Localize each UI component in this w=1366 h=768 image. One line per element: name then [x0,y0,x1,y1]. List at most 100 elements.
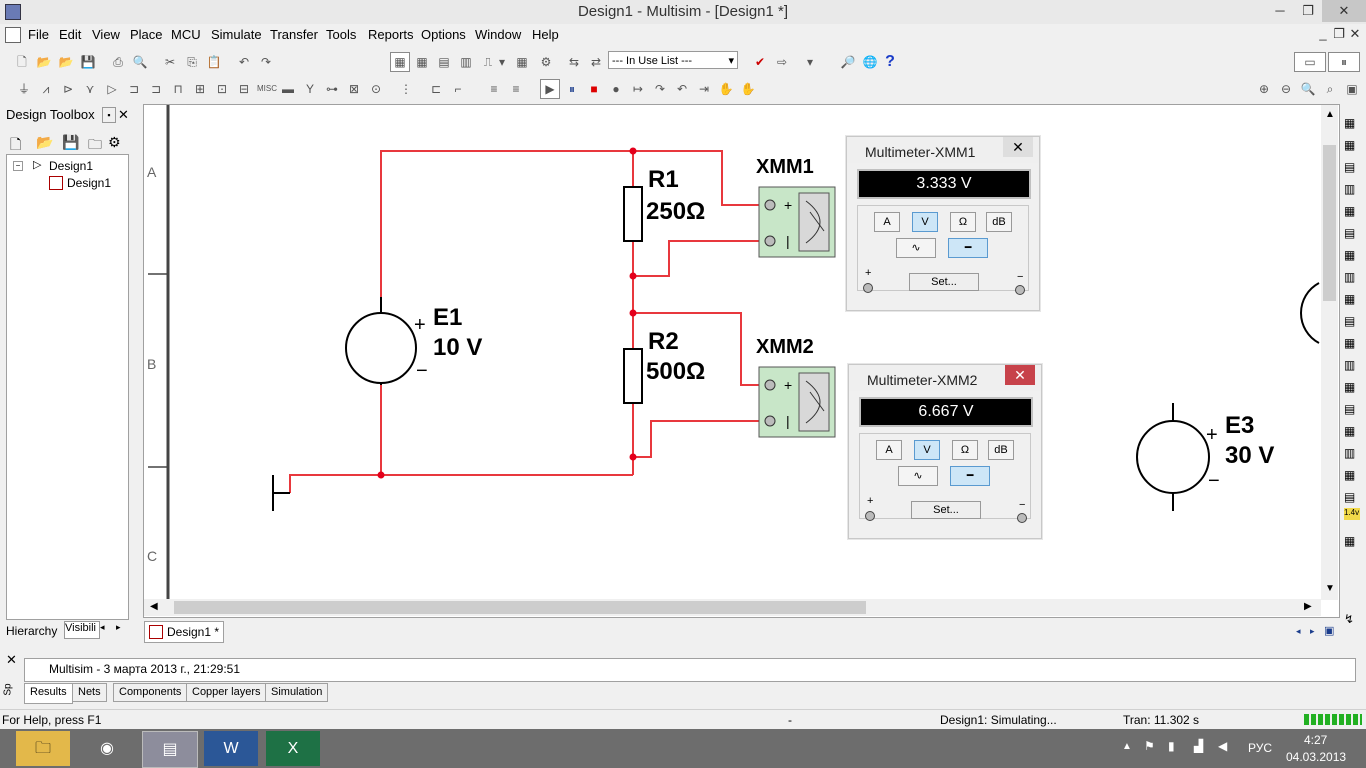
voltage-source-e1[interactable] [345,297,417,385]
tektronix-scope-icon[interactable]: ▤ [1344,490,1356,504]
clock-time[interactable]: 4:27 [1304,733,1328,747]
clock-date[interactable]: 04.03.2013 [1286,750,1347,764]
tab-scroll-right-icon[interactable]: ▸ [116,622,121,632]
menu-edit[interactable]: Edit [59,27,82,42]
menu-options[interactable]: Options [421,27,466,42]
xmm1-mode-ohm[interactable]: Ω [950,212,976,232]
doc-tab-scroll-left-icon[interactable]: ◂ [1296,626,1301,636]
in-use-list-dropdown[interactable]: --- In Use List --- ▾ [608,51,738,69]
file-explorer-icon[interactable]: 🗀 [16,731,70,766]
word-generator-icon[interactable]: ▥ [1344,270,1356,284]
iv-analyzer-icon[interactable]: ▦ [1344,336,1356,350]
oscilloscope-icon[interactable]: ▥ [1344,182,1356,196]
distortion-analyzer-icon[interactable]: ▥ [1344,358,1356,372]
help-icon[interactable]: ? [885,53,895,70]
toolbar-view-icon[interactable]: ▭ [1294,52,1326,72]
multimeter-xmm2-window[interactable]: Multimeter-XMM2 ✕ 6.667 V A V Ω dB ∿ ━ +… [848,364,1042,539]
vertical-scrollbar[interactable]: ▲ ▼ [1321,105,1338,600]
xmm2-mode-amp[interactable]: A [876,440,902,460]
battery-icon[interactable]: ▮ [1168,739,1175,753]
xmm1-mode-volt[interactable]: V [912,212,938,232]
multimeter-xmm1-symbol[interactable]: + | [758,186,836,258]
toggle-breakpoint-icon[interactable]: ✋ [718,82,734,96]
scroll-right-icon[interactable]: ▶ [1304,601,1312,612]
resistor-r2[interactable] [623,348,643,404]
collapse-icon[interactable]: − [13,161,23,171]
distribute-icon[interactable]: ≡ [512,82,520,96]
zoom-fit-icon[interactable]: ⌕ [1326,82,1334,96]
open-icon[interactable]: 📂 [36,55,52,69]
mdi-restore-button[interactable]: ❐ [1333,26,1345,41]
print-icon[interactable]: ⎙ [113,55,123,69]
pause-at-edge-icon[interactable]: ● [612,82,620,96]
xmm1-set-button[interactable]: Set... [909,273,979,291]
place-junction-icon[interactable]: ⊏ [430,82,442,96]
menu-mcu[interactable]: MCU [171,27,201,42]
xmm1-mode-db[interactable]: dB [986,212,1012,232]
tray-expand-icon[interactable]: ▲ [1122,741,1132,752]
toolbox-properties-icon[interactable]: ⚙ [108,134,121,150]
electrical-rules-icon[interactable]: ▦ [516,55,528,69]
wattmeter-icon[interactable]: ▤ [1344,160,1356,174]
component-wizard-icon[interactable]: ⚙ [540,55,552,69]
basic-icon[interactable]: ⩘ [42,82,50,96]
remove-breakpoints-icon[interactable]: ✋ [740,82,756,96]
redo-icon[interactable]: ↷ [260,55,272,69]
save-icon[interactable]: 💾 [80,55,96,69]
bus-icon[interactable]: ⋮ [400,82,412,96]
labview-icon[interactable]: 1.4v [1344,508,1360,520]
xmm2-mode-db[interactable]: dB [988,440,1014,460]
rf-icon[interactable]: Y [305,82,314,96]
current-probe-icon[interactable]: ↯ [1344,612,1355,626]
misc-icon[interactable]: MISC [257,84,277,93]
dropdown-arrow-icon[interactable]: ▾ [498,55,506,69]
full-screen-icon[interactable]: ▣ [1346,82,1358,96]
toolbox-float-button[interactable]: ▪ [102,107,116,123]
doc-tab[interactable]: Design1 * [144,621,224,643]
xmm1-minus-terminal[interactable] [1015,285,1025,295]
logic-converter-icon[interactable]: ▤ [1344,314,1356,328]
zoom-out-icon[interactable]: ⊖ [1280,82,1292,96]
toolbox-close-doc-icon[interactable]: 🗀 [88,136,102,152]
xmm2-mode-ohm[interactable]: Ω [952,440,978,460]
step-over-icon[interactable]: ↷ [654,82,666,96]
restore-button[interactable]: ❐ [1302,3,1314,18]
toolbox-save-icon[interactable]: 💾 [62,134,80,150]
doc-tab-scroll-right-icon[interactable]: ▸ [1310,626,1315,636]
doc-tab-menu-icon[interactable]: ▣ [1324,625,1335,637]
tab-results[interactable]: Results [24,683,73,704]
voltage-source-e3[interactable] [1136,403,1210,511]
multimeter-xmm2-symbol[interactable]: + | [758,366,836,438]
menu-tools[interactable]: Tools [326,27,357,42]
transistor-icon[interactable]: ⋎ [85,82,95,96]
tab-nets[interactable]: Nets [72,683,107,702]
stop-simulation-icon[interactable]: ■ [590,82,598,96]
language-indicator[interactable]: РУС [1248,741,1273,755]
tab-scroll-left-icon[interactable]: ◂ [100,622,105,632]
tab-copper-layers[interactable]: Copper layers [186,683,267,702]
menu-transfer[interactable]: Transfer [270,27,318,42]
function-generator-icon[interactable]: ▦ [1344,138,1356,152]
xmm2-ac-button[interactable]: ∿ [898,466,938,486]
database-manager-icon[interactable]: ▤ [438,55,450,69]
tree-root-label[interactable]: Design1 [49,159,94,173]
transfer-ultiboard-icon[interactable]: ⇨ [776,55,788,69]
toolbox-close-button[interactable]: ✕ [118,107,129,122]
menu-help[interactable]: Help [532,27,559,42]
toolbox-open-icon[interactable]: 📂 [36,134,54,150]
pause-simulation-icon[interactable]: ⏸ [568,82,575,96]
agilent-generator-icon[interactable]: ▦ [1344,424,1356,438]
tree-child-label[interactable]: Design1 [67,176,112,190]
indicator-icon[interactable]: ⊡ [216,82,228,96]
toggle-toolbox-icon[interactable]: ▦ [390,52,410,72]
copy-icon[interactable]: ⎘ [187,55,197,69]
close-button[interactable]: ✕ [1322,0,1366,22]
xmm2-title-bar[interactable]: Multimeter-XMM2 [849,365,1041,391]
mdi-minimize-button[interactable]: _ [1319,26,1327,41]
xmm2-minus-terminal[interactable] [1017,513,1027,523]
network-analyzer-icon[interactable]: ▤ [1344,402,1356,416]
xmm1-dc-button[interactable]: ━ [948,238,988,258]
run-simulation-icon[interactable]: ▶ [540,79,560,99]
xmm1-plus-terminal[interactable] [863,283,873,293]
run-to-cursor-icon[interactable]: ⇥ [698,82,710,96]
